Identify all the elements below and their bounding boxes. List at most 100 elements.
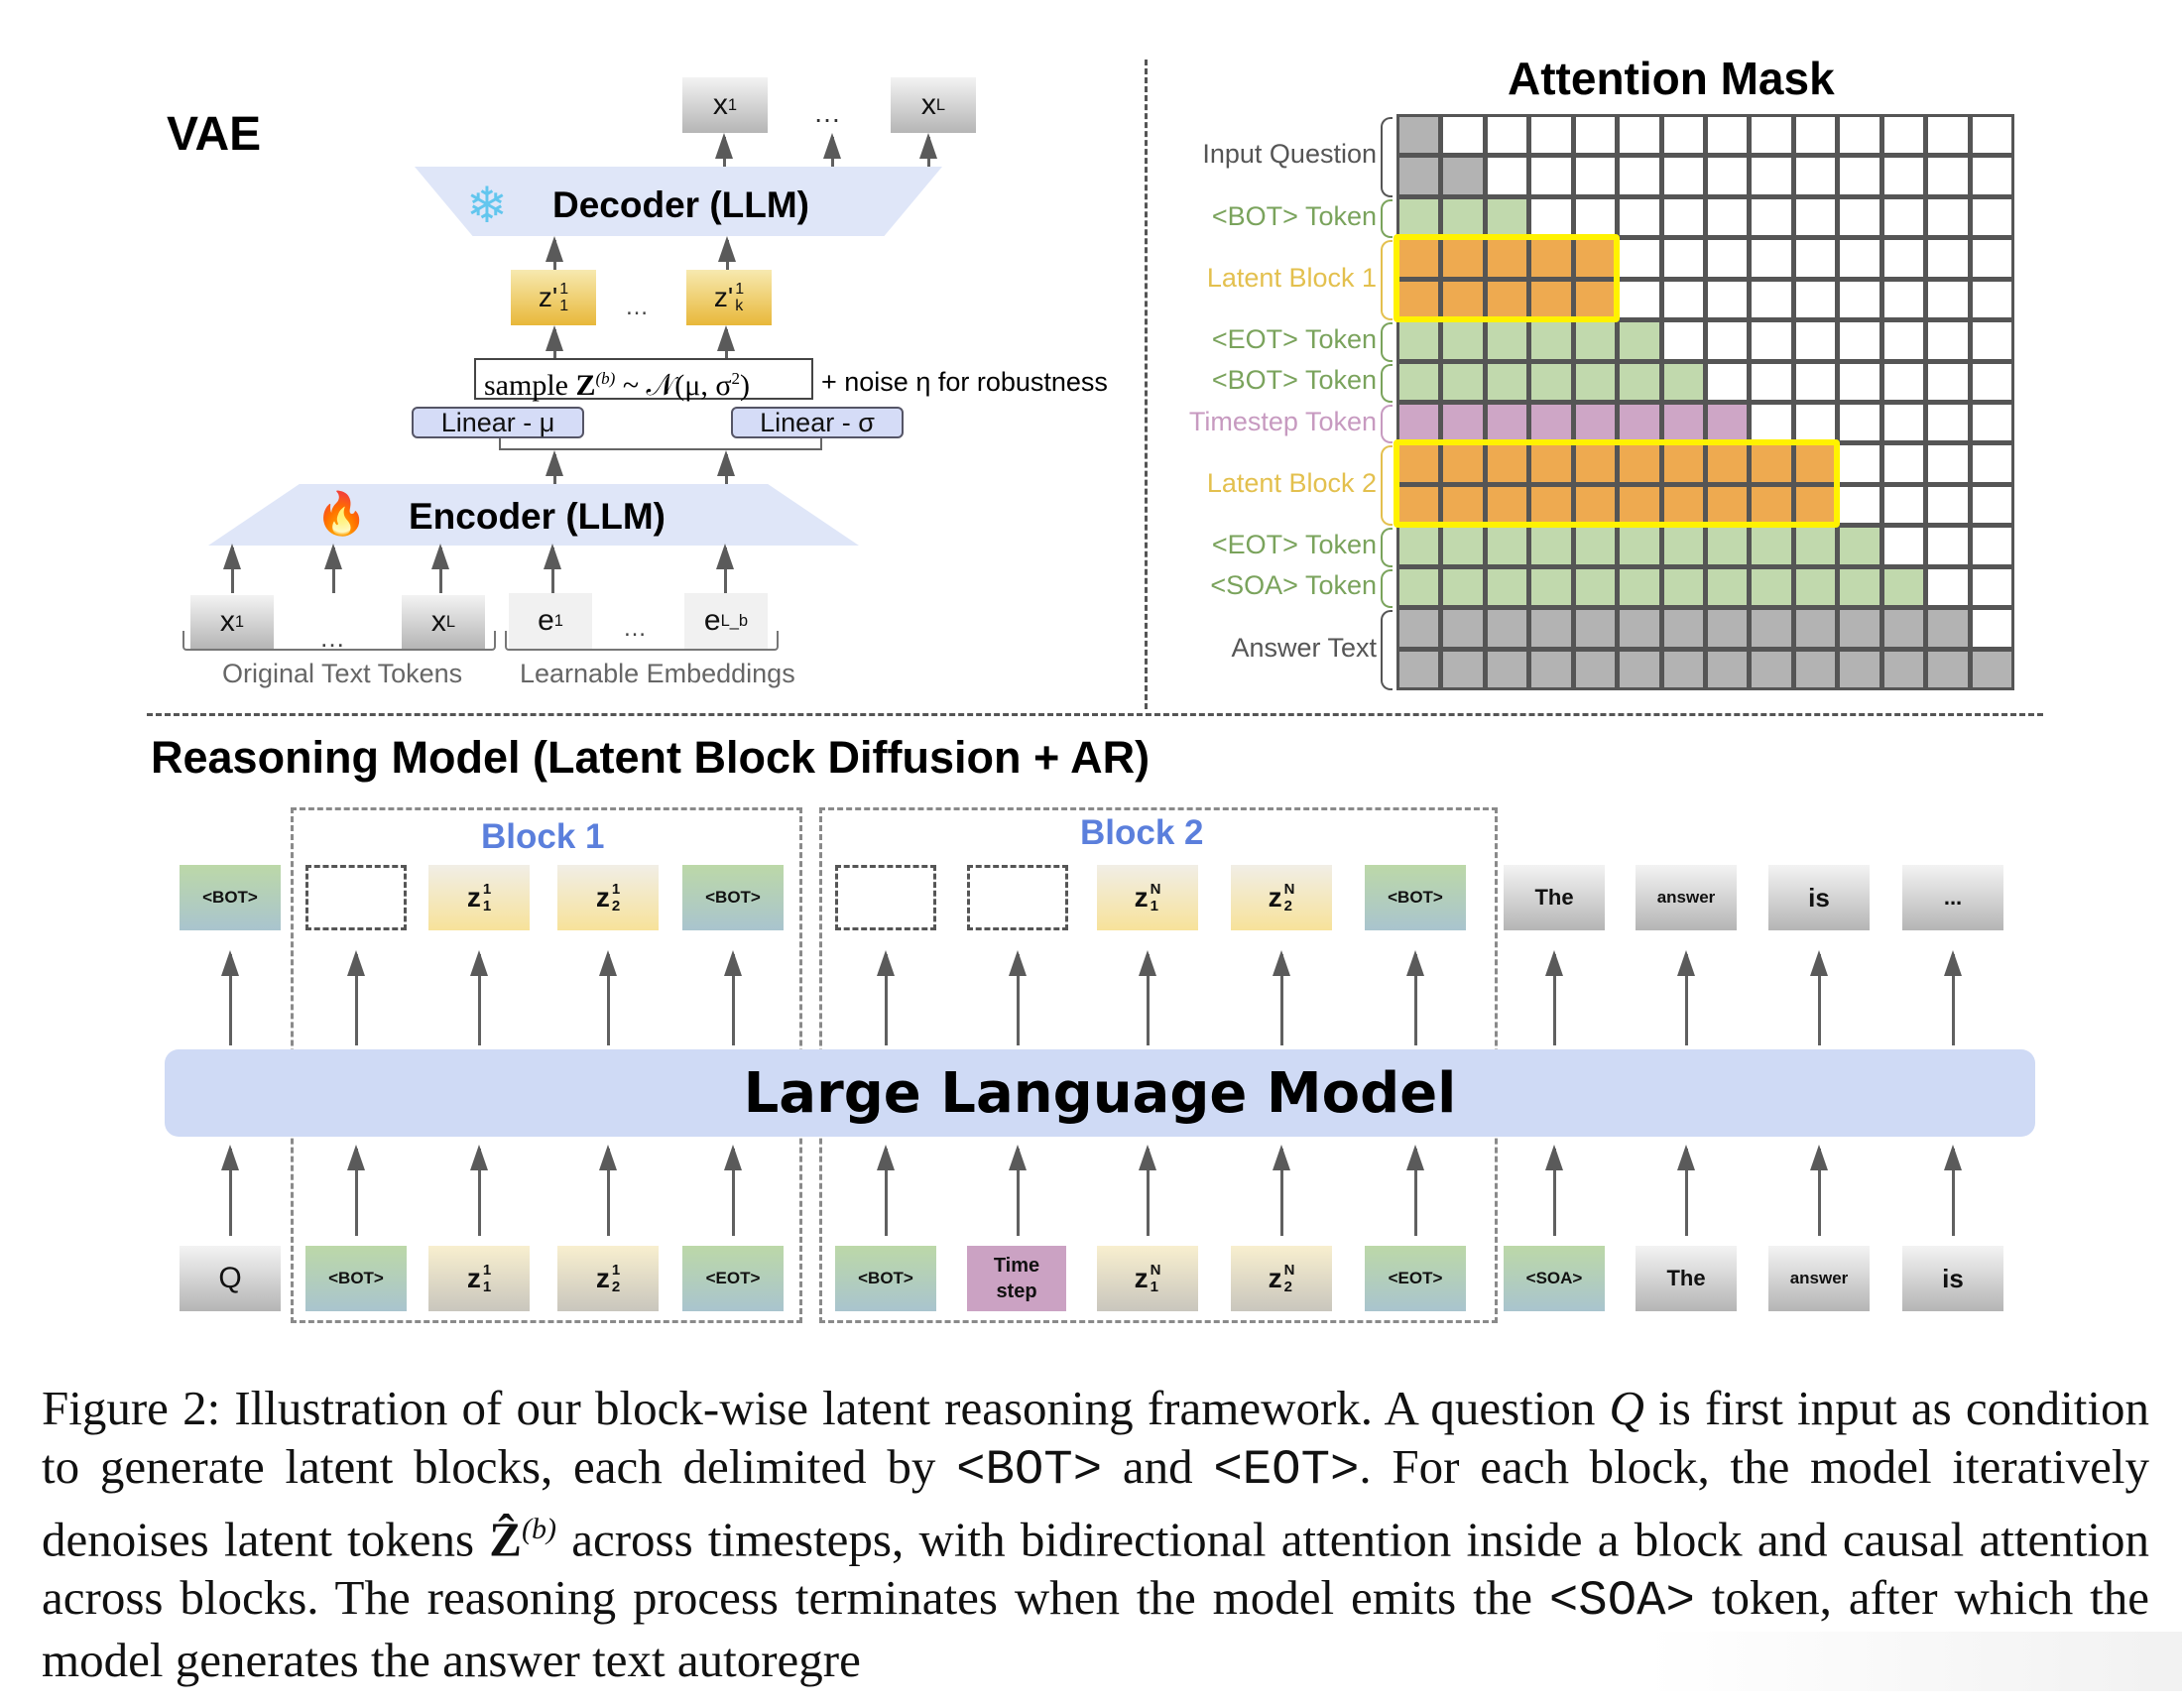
input-token: <EOT> — [1365, 1246, 1466, 1311]
mask-cell — [1969, 565, 2014, 609]
mask-cell — [1749, 114, 1794, 157]
mask-cell — [1484, 402, 1530, 444]
mask-cell — [1880, 442, 1927, 485]
mask-cell — [1880, 565, 1927, 609]
decoder-label: Decoder (LLM) — [552, 184, 809, 225]
mask-cell — [1969, 607, 2014, 650]
token-sub: 2 — [611, 1279, 621, 1295]
mask-cell — [1528, 565, 1574, 609]
mask-cell — [1660, 319, 1706, 362]
mask-cell — [1705, 525, 1751, 567]
arrow — [1273, 1145, 1290, 1236]
arrow — [1944, 950, 1962, 1045]
caption-text: and — [1102, 1439, 1214, 1494]
mask-cell — [1396, 319, 1442, 362]
snowflake-icon: ❄ — [466, 178, 508, 233]
token-sub: 1 — [559, 298, 569, 314]
mask-cell — [1837, 155, 1882, 197]
mask-cell — [1528, 442, 1574, 485]
output-token: ... — [1902, 865, 2003, 930]
input-token: <SOA> — [1504, 1246, 1605, 1311]
mask-cell — [1528, 360, 1574, 403]
token-base: z — [466, 882, 481, 913]
latent-block-highlight — [1394, 234, 1621, 323]
token-sub: 1 — [1150, 1279, 1158, 1295]
mask-cell — [1792, 565, 1839, 609]
attention-mask-grid — [1394, 114, 2014, 690]
mask-cell — [1969, 237, 2014, 280]
mask-cell — [1484, 114, 1530, 157]
mask-cell — [1925, 565, 1971, 609]
mask-cell — [1660, 278, 1706, 321]
mask-cell — [1617, 565, 1662, 609]
mask-cell — [1660, 525, 1706, 567]
mask-cell — [1749, 360, 1794, 403]
arrow — [1406, 1145, 1424, 1236]
mask-cell — [1572, 648, 1619, 690]
mask-cell — [1572, 155, 1619, 197]
mask-cell — [1617, 195, 1662, 239]
mask-cell — [1528, 237, 1574, 280]
token-base: x — [219, 605, 235, 638]
mask-cell — [1396, 565, 1442, 609]
linear-mu: Linear - μ — [412, 407, 584, 438]
token-sup: N — [1150, 881, 1161, 898]
mask-cell — [1880, 237, 1927, 280]
mask-cell — [1660, 648, 1706, 690]
arrow — [546, 325, 563, 359]
mask-cell — [1749, 442, 1794, 485]
mask-cell — [1660, 483, 1706, 527]
arrow — [1545, 950, 1563, 1045]
text-tokens-bracket — [182, 631, 496, 651]
output-token: The — [1504, 865, 1605, 930]
mask-cell — [1880, 648, 1927, 690]
arrow — [1677, 950, 1695, 1045]
llm-label: Large Language Model — [743, 1061, 1457, 1126]
input-token: <EOT> — [682, 1246, 784, 1311]
mask-cell — [1837, 278, 1882, 321]
arrow — [599, 950, 617, 1045]
token-sub: L — [445, 612, 456, 631]
token-base: z — [595, 882, 610, 913]
mask-cell — [1880, 278, 1927, 321]
mask-cell — [1617, 648, 1662, 690]
mask-row-label: <BOT> Token — [1211, 365, 1377, 396]
mask-cell — [1837, 525, 1882, 567]
token-sub: k — [735, 298, 744, 314]
encoder-label: Encoder (LLM) — [409, 496, 666, 537]
mask-cell — [1969, 648, 2014, 690]
token-base: z — [595, 1263, 610, 1293]
mask-cell — [1880, 402, 1927, 444]
mask-row-label: Input Question — [1202, 139, 1377, 170]
mask-cell — [1925, 155, 1971, 197]
mask-cell — [1528, 607, 1574, 650]
token-sub: L_b — [720, 611, 749, 630]
text-tokens-label: Original Text Tokens — [222, 659, 463, 688]
token-sub: 1 — [234, 612, 245, 631]
mask-cell — [1528, 525, 1574, 567]
token-base: z' — [538, 282, 558, 312]
arrow — [717, 325, 735, 359]
mask-row-label: Latent Block 2 — [1206, 467, 1377, 498]
output-token: is — [1768, 865, 1870, 930]
mask-cell — [1705, 360, 1751, 403]
mask-row-label: <SOA> Token — [1210, 570, 1377, 601]
mask-cell — [1705, 195, 1751, 239]
fire-icon: 🔥 — [315, 490, 368, 537]
caption-text: across timesteps, with bidirectional att… — [42, 1512, 2149, 1626]
token-sup: 1 — [735, 281, 745, 298]
noise-text: + noise η for robustness — [821, 367, 1108, 397]
output-token: answer — [1636, 865, 1737, 930]
arrow — [347, 950, 365, 1045]
mask-cell — [1792, 319, 1839, 362]
mask-cell — [1792, 525, 1839, 567]
mask-row-label: <BOT> Token — [1211, 200, 1377, 231]
mask-cell — [1617, 278, 1662, 321]
mask-cell — [1792, 360, 1839, 403]
token-sub: 2 — [1283, 1279, 1292, 1295]
mask-cell — [1484, 525, 1530, 567]
mask-cell — [1617, 442, 1662, 485]
arrow — [1810, 950, 1828, 1045]
